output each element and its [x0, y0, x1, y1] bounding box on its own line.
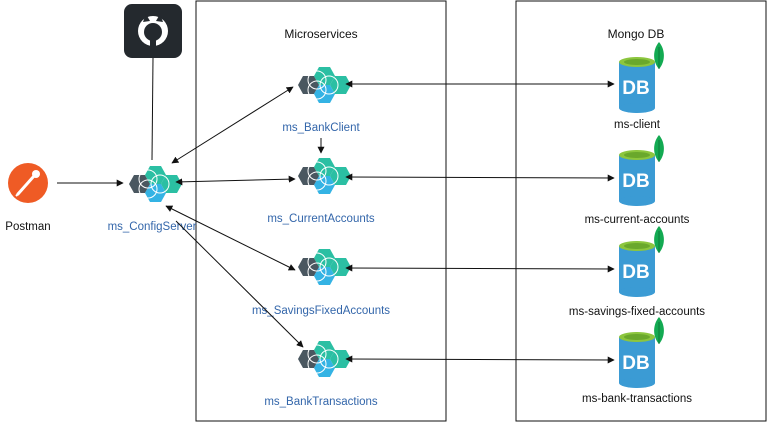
- ms-client-db-icon: DB: [618, 41, 665, 114]
- svg-text:DB: DB: [622, 262, 649, 283]
- edge-savings-fixed-accounts-db: [345, 264, 615, 273]
- current-accounts-service-icon: [297, 157, 352, 195]
- bank-transactions-service-icon: [297, 340, 352, 378]
- bank-client-service-label: ms_BankClient: [282, 122, 360, 134]
- svg-text:DB: DB: [622, 353, 649, 374]
- current-accounts-service-label: ms_CurrentAccounts: [267, 213, 375, 225]
- ms-current-accounts-db-label: ms-current-accounts: [585, 214, 690, 226]
- ms-client-db-label: ms-client: [614, 119, 661, 131]
- edge-config-current-accounts: [175, 175, 296, 186]
- config-server-icon: [128, 165, 183, 203]
- svg-text:DB: DB: [622, 171, 649, 192]
- microservices-title: Microservices: [284, 27, 357, 41]
- config-server-label: ms_ConfigServer: [108, 221, 197, 233]
- ms-bank-transactions-db-icon: DB: [618, 316, 665, 389]
- edge-github-config: [151, 57, 154, 161]
- mongo-title: Mongo DB: [608, 27, 665, 41]
- postman-icon: [8, 163, 48, 203]
- ms-savings-fixed-accounts-db-icon: DB: [618, 225, 665, 298]
- bank-client-service-icon: [297, 66, 352, 104]
- savings-fixed-accounts-service-label: ms_SavingsFixedAccounts: [252, 305, 390, 317]
- bank-transactions-service-label: ms_BankTransactions: [264, 396, 378, 408]
- savings-fixed-accounts-service-icon: [297, 248, 352, 286]
- edge-config-bank-client: [171, 86, 294, 164]
- edge-config-bank-transactions: [175, 220, 304, 348]
- ms-current-accounts-db-icon: DB: [618, 134, 665, 207]
- edge-current-accounts-db: [345, 173, 615, 182]
- postman-label: Postman: [5, 221, 50, 233]
- ms-bank-transactions-db-label: ms-bank-transactions: [582, 393, 692, 405]
- edge-config-savings-fixed-accounts: [165, 205, 296, 271]
- edge-bank-transactions-db: [345, 355, 615, 364]
- ms-savings-fixed-accounts-db-label: ms-savings-fixed-accounts: [569, 306, 705, 318]
- svg-text:DB: DB: [622, 78, 649, 99]
- github-icon: [124, 4, 182, 58]
- mongo-container: [515, 0, 767, 422]
